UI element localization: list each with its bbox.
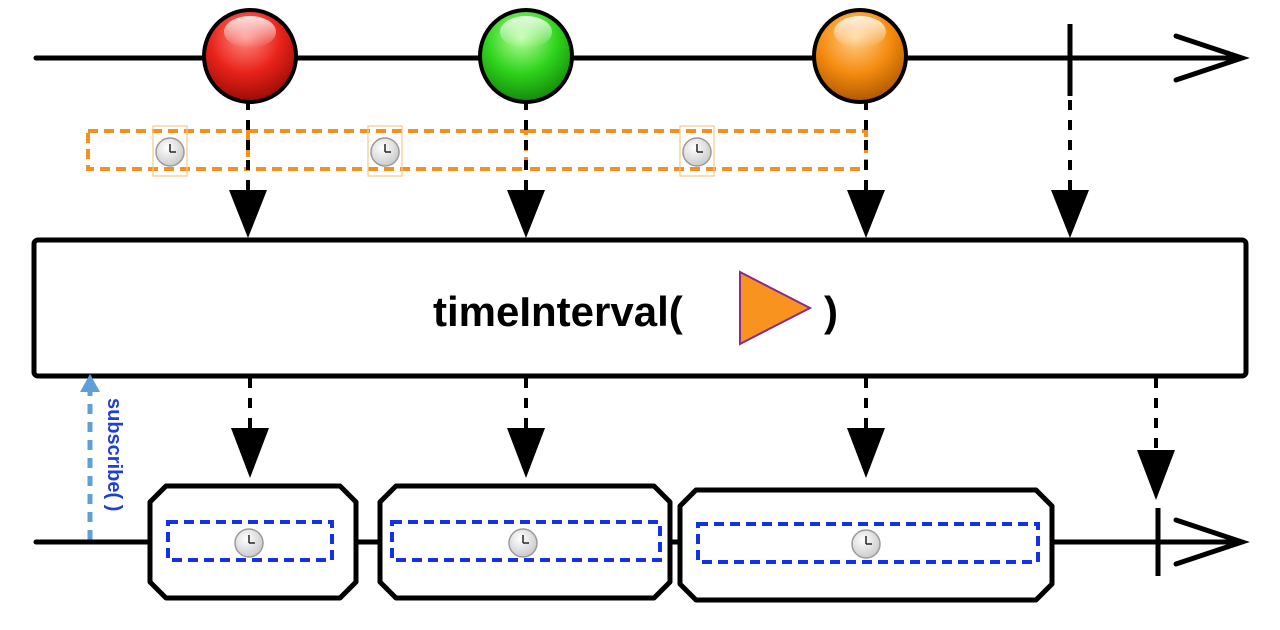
input-connectors [229,100,1089,238]
interval-boxes [86,125,868,177]
orange-marble [812,8,908,104]
output-timeline-arrowhead [1173,517,1250,567]
output-connectors [231,378,1175,500]
subscribe-indicator: subscribe( ) [80,374,125,540]
clock-icon [851,529,881,559]
output-items [147,483,1055,603]
clock-icon [367,125,403,177]
input-arrowhead-3 [847,190,885,238]
orange-play-triangle-icon [739,270,813,346]
subscribe-arrowhead [80,374,100,392]
input-arrowhead-2 [507,190,545,238]
time-interval-item-3 [677,487,1055,603]
output-arrowhead-complete [1137,450,1175,500]
time-interval-item-1 [147,483,359,601]
clock-icon [152,125,188,177]
input-arrowhead-complete [1051,190,1089,238]
clock-icon [679,125,715,177]
subscribe-label: subscribe( ) [103,398,125,511]
output-arrowhead-2 [507,428,545,478]
red-marble [202,8,298,104]
output-arrowhead-1 [231,428,269,478]
operator-label: timeInterval( [433,288,683,335]
green-marble [478,8,574,104]
source-marbles [202,8,908,104]
input-arrowhead-1 [229,190,267,238]
output-arrowhead-3 [847,428,885,478]
operator-label-close: ) [824,288,838,335]
clock-icon [234,528,264,558]
time-interval-item-2 [377,483,673,601]
source-timeline-arrowhead [1173,33,1250,83]
clock-icon [508,528,538,558]
operator-box: timeInterval( ) [31,237,1249,379]
